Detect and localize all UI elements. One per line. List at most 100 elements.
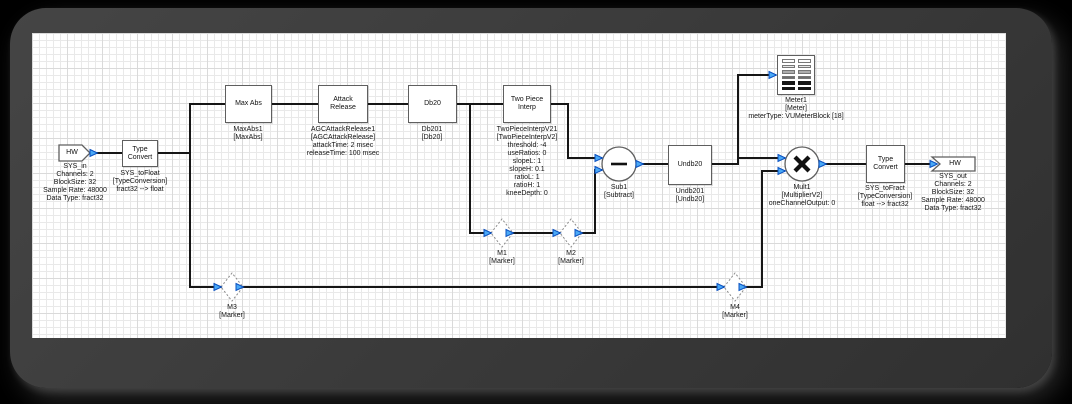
two-piece-interp-title: Two Piece Interp: [510, 96, 544, 111]
multiply-symbol-icon: [793, 155, 811, 173]
block-attack-release[interactable]: [318, 85, 368, 123]
label-line: [Marker]: [219, 312, 245, 319]
label-line: [TwoPieceInterpV2]: [496, 134, 558, 141]
label-line: SYS_toFloat: [120, 170, 160, 177]
label-line: [TypeConversion]: [112, 178, 168, 185]
port-m1-in[interactable]: [483, 228, 493, 238]
block-marker-m4[interactable]: [723, 272, 747, 302]
label-line: BlockSize: 32: [53, 179, 97, 186]
port-m4-in[interactable]: [716, 282, 726, 292]
label-line: Channels: 2: [934, 181, 972, 188]
block-max-abs[interactable]: [225, 85, 272, 123]
label-line: [MaxAbs]: [233, 134, 263, 141]
block-type-convert-2[interactable]: [866, 145, 905, 183]
wire-tap-m1[interactable]: [469, 104, 491, 234]
label-line: Channels: 2: [56, 171, 94, 178]
undb20-title: Undb20: [677, 161, 703, 168]
block-sys-out-pin[interactable]: [930, 156, 976, 172]
marker-m3-label: M3[Marker]: [219, 304, 245, 320]
label-line: M3: [227, 304, 237, 311]
multiplier-label: Mult1[MultiplierV2]oneChannelOutput: 0: [769, 184, 836, 208]
label-line: [Undb20]: [675, 196, 705, 203]
vu-meter-icon: [777, 55, 815, 95]
port-mult-in-a[interactable]: [777, 153, 787, 163]
port-sub-out[interactable]: [635, 159, 645, 169]
label-line: Sample Rate: 48000: [43, 187, 107, 194]
type-convert-2-label: SYS_toFract[TypeConversion]float --> fra…: [858, 185, 912, 209]
subtract-label: Sub1[Subtract]: [604, 184, 634, 200]
wire-undb20-mult[interactable]: [712, 157, 785, 165]
label-line: MaxAbs1: [233, 126, 263, 133]
label-line: float --> fract32: [861, 201, 909, 208]
wire-junction-branch[interactable]: [189, 103, 225, 288]
port-mult-out[interactable]: [818, 159, 828, 169]
label-line: releaseTime: 100 msec: [306, 150, 380, 157]
block-type-convert-1[interactable]: [122, 140, 158, 167]
label-line: slopeH: 0.1: [509, 166, 545, 173]
block-marker-m1[interactable]: [490, 218, 514, 248]
vu-meter-bar-column: [797, 59, 811, 95]
wire-m4-mult[interactable]: [746, 170, 785, 288]
wire-twopiece-sub[interactable]: [551, 103, 602, 159]
block-sys-in-pin[interactable]: [58, 144, 91, 162]
app-window: HW Type Convert Max Abs Attack Release D…: [10, 8, 1052, 388]
label-line: SYS_toFract: [865, 185, 905, 192]
label-line: Sub1: [610, 184, 628, 191]
label-line: useRatios: 0: [507, 150, 547, 157]
label-line: oneChannelOutput: 0: [768, 200, 836, 207]
label-line: Data Type: fract32: [46, 195, 104, 202]
db20-label: Db201[Db20]: [422, 126, 443, 142]
port-m2-in[interactable]: [552, 228, 562, 238]
type-convert-1-label: SYS_toFloat[TypeConversion]fract32 --> f…: [113, 170, 167, 194]
port-mult-in-b[interactable]: [777, 166, 787, 176]
block-undb20[interactable]: [668, 145, 712, 185]
label-line: SYS_in: [63, 163, 87, 170]
type-convert-1-title: Type Convert: [127, 145, 153, 161]
block-two-piece-interp[interactable]: [503, 85, 551, 123]
marker-m4-label: M4[Marker]: [722, 304, 748, 320]
label-line: [Marker]: [722, 312, 748, 319]
label-line: attackTime: 2 msec: [312, 142, 374, 149]
port-sysout-in[interactable]: [929, 159, 939, 169]
port-m3-out[interactable]: [235, 282, 245, 292]
marker-m1-label: M1[Marker]: [489, 250, 515, 266]
port-meter-in[interactable]: [768, 70, 778, 80]
label-line: M2: [566, 250, 576, 257]
label-line: [TypeConversion]: [857, 193, 913, 200]
undb20-label: Undb201[Undb20]: [676, 188, 704, 204]
label-line: [AGCAttackRelease]: [310, 134, 376, 141]
port-sysin-out[interactable]: [89, 148, 99, 158]
label-line: Meter1: [785, 97, 807, 104]
wire-undb20-meter[interactable]: [737, 74, 776, 158]
wire-m2-sub[interactable]: [582, 169, 602, 234]
block-db20[interactable]: [408, 85, 457, 123]
label-line: [Db20]: [421, 134, 443, 141]
meter-label: Meter1[Meter]meterType: VUMeterBlock [18…: [748, 97, 843, 121]
label-line: ratioH: 1: [513, 182, 541, 189]
block-marker-m2[interactable]: [559, 218, 583, 248]
port-sub-in-a[interactable]: [594, 153, 604, 163]
label-line: Undb201: [675, 188, 705, 195]
label-line: SYS_out: [939, 173, 967, 180]
label-line: Sample Rate: 48000: [921, 197, 985, 204]
diagram-canvas: HW Type Convert Max Abs Attack Release D…: [32, 33, 1006, 338]
attack-release-label: AGCAttackRelease1[AGCAttackRelease]attac…: [307, 126, 380, 158]
port-m2-out[interactable]: [574, 228, 584, 238]
sys-in-pin-title: HW: [66, 149, 78, 156]
label-line: Db201: [421, 126, 443, 133]
port-m3-in[interactable]: [213, 282, 223, 292]
block-marker-m3[interactable]: [220, 272, 244, 302]
label-line: AGCAttackRelease1: [310, 126, 376, 133]
vu-meter-bar-column: [781, 59, 795, 95]
label-line: [Marker]: [489, 258, 515, 265]
label-line: Data Type: fract32: [924, 205, 982, 212]
port-m1-out[interactable]: [505, 228, 515, 238]
port-m4-out[interactable]: [738, 282, 748, 292]
label-line: [Marker]: [558, 258, 584, 265]
marker-m2-label: M2[Marker]: [558, 250, 584, 266]
port-sub-in-b[interactable]: [594, 165, 604, 175]
label-line: BlockSize: 32: [931, 189, 975, 196]
